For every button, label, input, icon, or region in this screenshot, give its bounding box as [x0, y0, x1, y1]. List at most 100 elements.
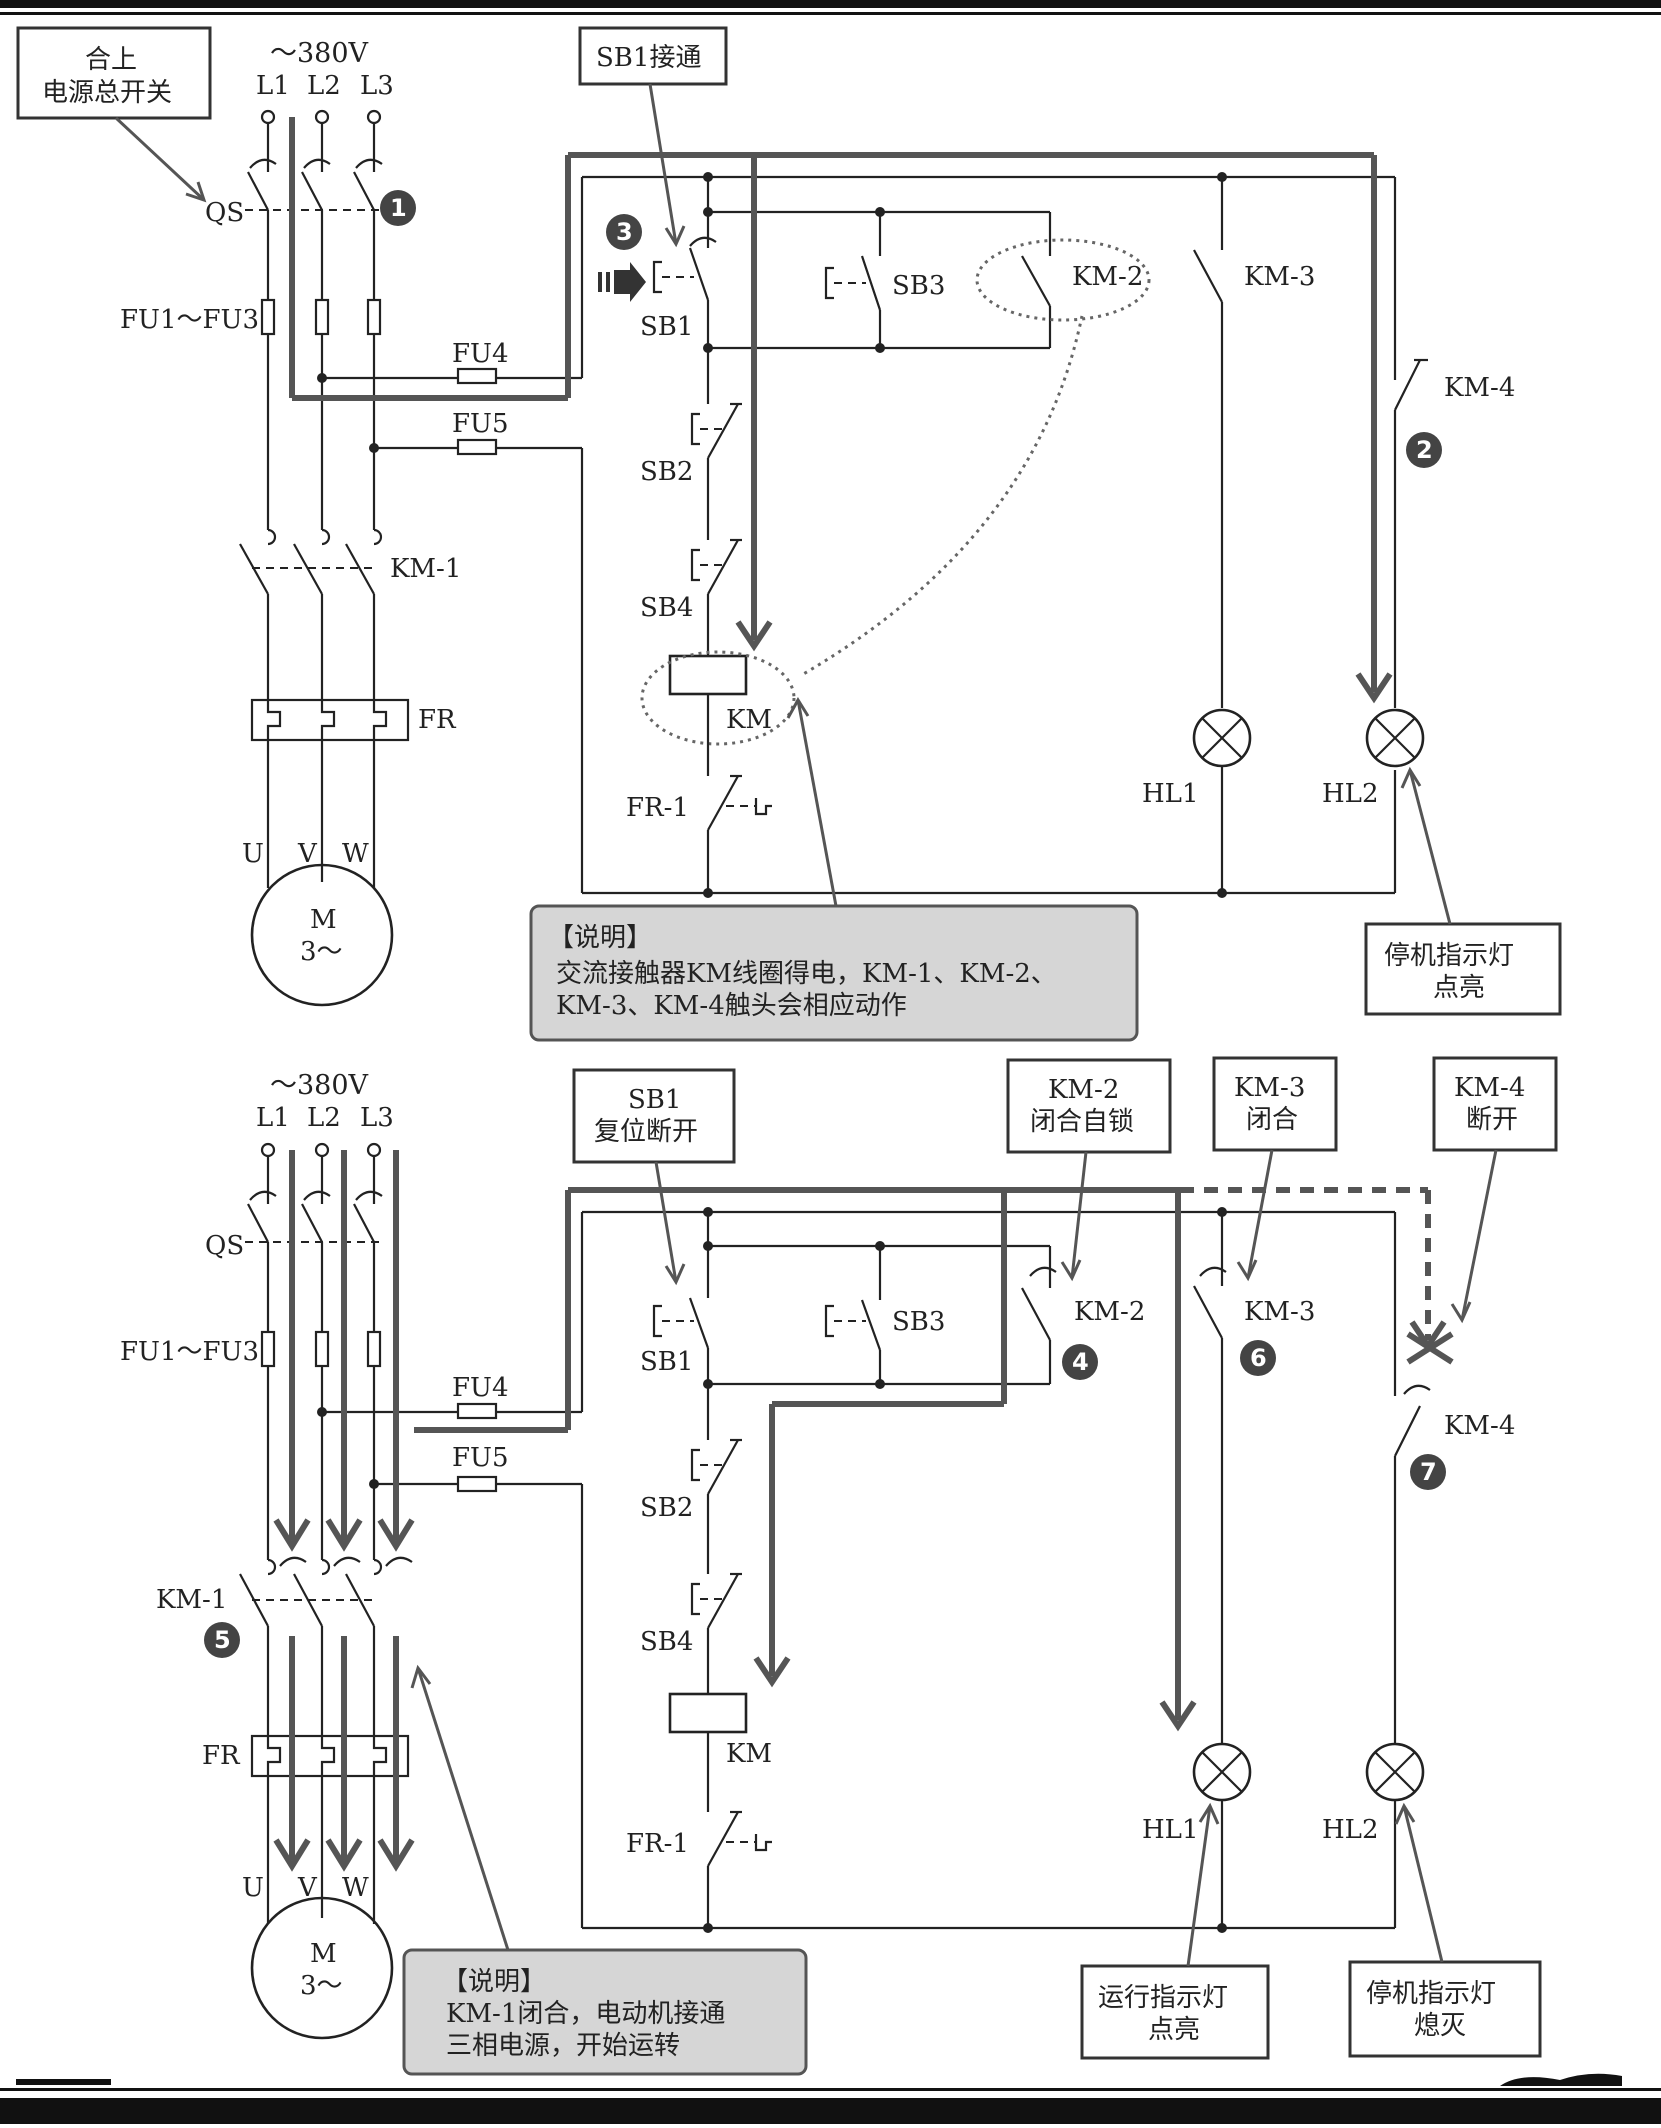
bottom-fr1-label: FR-1 [626, 1829, 689, 1859]
top-sb2-label: SB2 [640, 457, 693, 487]
bottom-sb2-label: SB2 [640, 1493, 693, 1523]
top-sb1-press-arrow [598, 262, 646, 302]
svg-text:运行指示灯: 运行指示灯 [1098, 1983, 1228, 2013]
top-callout-hl2: 停机指示灯 点亮 [1364, 766, 1562, 1016]
top-km3-contact [1193, 249, 1223, 303]
top-circuit: ～380V L1 L2 L3 QS [16, 26, 1562, 1042]
top-motor-3: 3～ [300, 937, 343, 967]
bottom-l3-label: L3 [360, 1103, 394, 1133]
bottom-note: 【说明】 KM-1闭合，电动机接通 三相电源，开始运转 [402, 1664, 808, 2076]
svg-text:交流接触器KM线圈得电，KM-1、KM-2、: 交流接触器KM线圈得电，KM-1、KM-2、 [556, 959, 1057, 989]
bottom-fu5-fuse [456, 1475, 498, 1493]
bottom-fr-label: FR [202, 1741, 241, 1771]
bottom-step-7: 7 [1410, 1454, 1446, 1490]
svg-text:熄灭: 熄灭 [1414, 2011, 1466, 2041]
svg-text:【说明】: 【说明】 [442, 1967, 546, 1997]
top-fr1-label: FR-1 [626, 793, 689, 823]
svg-text:断开: 断开 [1466, 1105, 1518, 1135]
bottom-w-label: W [342, 1873, 369, 1903]
bottom-fu5-label: FU5 [452, 1443, 509, 1473]
bottom-v-label: V [297, 1873, 318, 1903]
bottom-callout-km3: KM-3 闭合 [1212, 1056, 1338, 1282]
bottom-sb3-label: SB3 [892, 1307, 945, 1337]
bottom-motor [250, 1896, 394, 2040]
bottom-fr1-contact [707, 1810, 772, 1867]
bottom-u-label: U [242, 1873, 264, 1903]
svg-text:点亮: 点亮 [1148, 2015, 1200, 2045]
top-fu4-label: FU4 [452, 339, 509, 369]
bottom-sb1-button [652, 1297, 710, 1384]
svg-text:三相电源，开始运转: 三相电源，开始运转 [446, 2031, 680, 2061]
top-km-highlight [640, 650, 796, 746]
top-callout-qs: 合上 电源总开关 [16, 26, 212, 203]
l3-terminal [366, 109, 382, 125]
top-fuses-fu1-fu3 [260, 298, 382, 530]
top-step-3: 3 [606, 214, 642, 250]
top-fr-relay [250, 698, 410, 888]
bottom-qs-switch [245, 1156, 385, 1332]
svg-text:KM-2: KM-2 [1048, 1075, 1119, 1105]
top-fu4-fuse [456, 367, 498, 385]
svg-text:7: 7 [1420, 1458, 1437, 1486]
top-current-flow [289, 117, 1393, 704]
bottom-step-5: 5 [204, 1622, 240, 1658]
bottom-motor-3: 3～ [300, 1971, 343, 2001]
bottom-callout-km2: KM-2 闭合自锁 [1006, 1058, 1172, 1282]
svg-text:【说明】: 【说明】 [548, 923, 652, 953]
top-km2-highlight [975, 238, 1151, 322]
svg-text:点亮: 点亮 [1433, 973, 1485, 1003]
svg-text:6: 6 [1250, 1344, 1267, 1372]
bottom-fr-relay [250, 1734, 410, 1924]
top-sb4-label: SB4 [640, 593, 693, 623]
bottom-l1-label: L1 [256, 1103, 290, 1133]
bottom-callout-sb1: SB1 复位断开 [572, 1068, 736, 1286]
bottom-fu4-label: FU4 [452, 1373, 509, 1403]
svg-text:停机指示灯: 停机指示灯 [1384, 941, 1514, 971]
bottom-callout-km4: KM-4 断开 [1432, 1056, 1558, 1324]
bottom-sb3-button [824, 1246, 882, 1384]
top-qs-switch [245, 123, 385, 300]
top-hl2-lamp [1365, 708, 1425, 768]
top-fr1-contact [707, 774, 772, 831]
bottom-km-coil [668, 1692, 748, 1734]
top-sb1-button [652, 236, 717, 348]
bottom-sb1-label: SB1 [640, 1347, 693, 1377]
svg-text:3: 3 [616, 218, 633, 246]
top-callout-sb1: SB1接通 [578, 26, 728, 248]
bottom-km4-break-cross [1406, 1331, 1454, 1365]
top-km-label: KM [726, 705, 772, 735]
top-sb2-button [690, 402, 742, 459]
bottom-motor-m: M [310, 1939, 337, 1969]
svg-text:合上: 合上 [85, 45, 137, 75]
bottom-km3-contact [1193, 1266, 1227, 1339]
bottom-sb4-label: SB4 [640, 1627, 693, 1657]
svg-text:2: 2 [1416, 436, 1433, 464]
top-km4-label: KM-4 [1444, 373, 1515, 403]
top-km-dotted-link [799, 315, 1084, 678]
top-v-label: V [297, 839, 318, 869]
svg-text:SB1接通: SB1接通 [596, 43, 701, 73]
top-w-label: W [342, 839, 369, 869]
top-fu5-label: FU5 [452, 409, 509, 439]
bottom-hl2-label: HL2 [1322, 1815, 1378, 1845]
bottom-sb4-button [690, 1572, 742, 1629]
top-sb1-label: SB1 [640, 312, 693, 342]
bottom-km2-label: KM-2 [1074, 1297, 1145, 1327]
top-km4-contact [1394, 358, 1428, 411]
svg-text:5: 5 [214, 1626, 231, 1654]
svg-text:KM-3: KM-3 [1234, 1073, 1305, 1103]
svg-text:闭合: 闭合 [1246, 1105, 1298, 1135]
svg-text:KM-3、KM-4触头会相应动作: KM-3、KM-4触头会相应动作 [556, 991, 907, 1021]
svg-text:KM-4: KM-4 [1454, 1073, 1525, 1103]
svg-text:闭合自锁: 闭合自锁 [1030, 1107, 1134, 1137]
top-km2-label: KM-2 [1072, 262, 1143, 292]
bottom-circuit: ～380V L1 L2 L3 QS FU1～FU3 [120, 1056, 1558, 2076]
bottom-fu4-fuse [456, 1402, 498, 1420]
top-sb3-button [824, 212, 882, 348]
top-km1-contacts [239, 528, 383, 700]
top-step-1: 1 [380, 190, 416, 226]
svg-text:电源总开关: 电源总开关 [42, 78, 172, 108]
top-qs-label: QS [205, 198, 244, 228]
